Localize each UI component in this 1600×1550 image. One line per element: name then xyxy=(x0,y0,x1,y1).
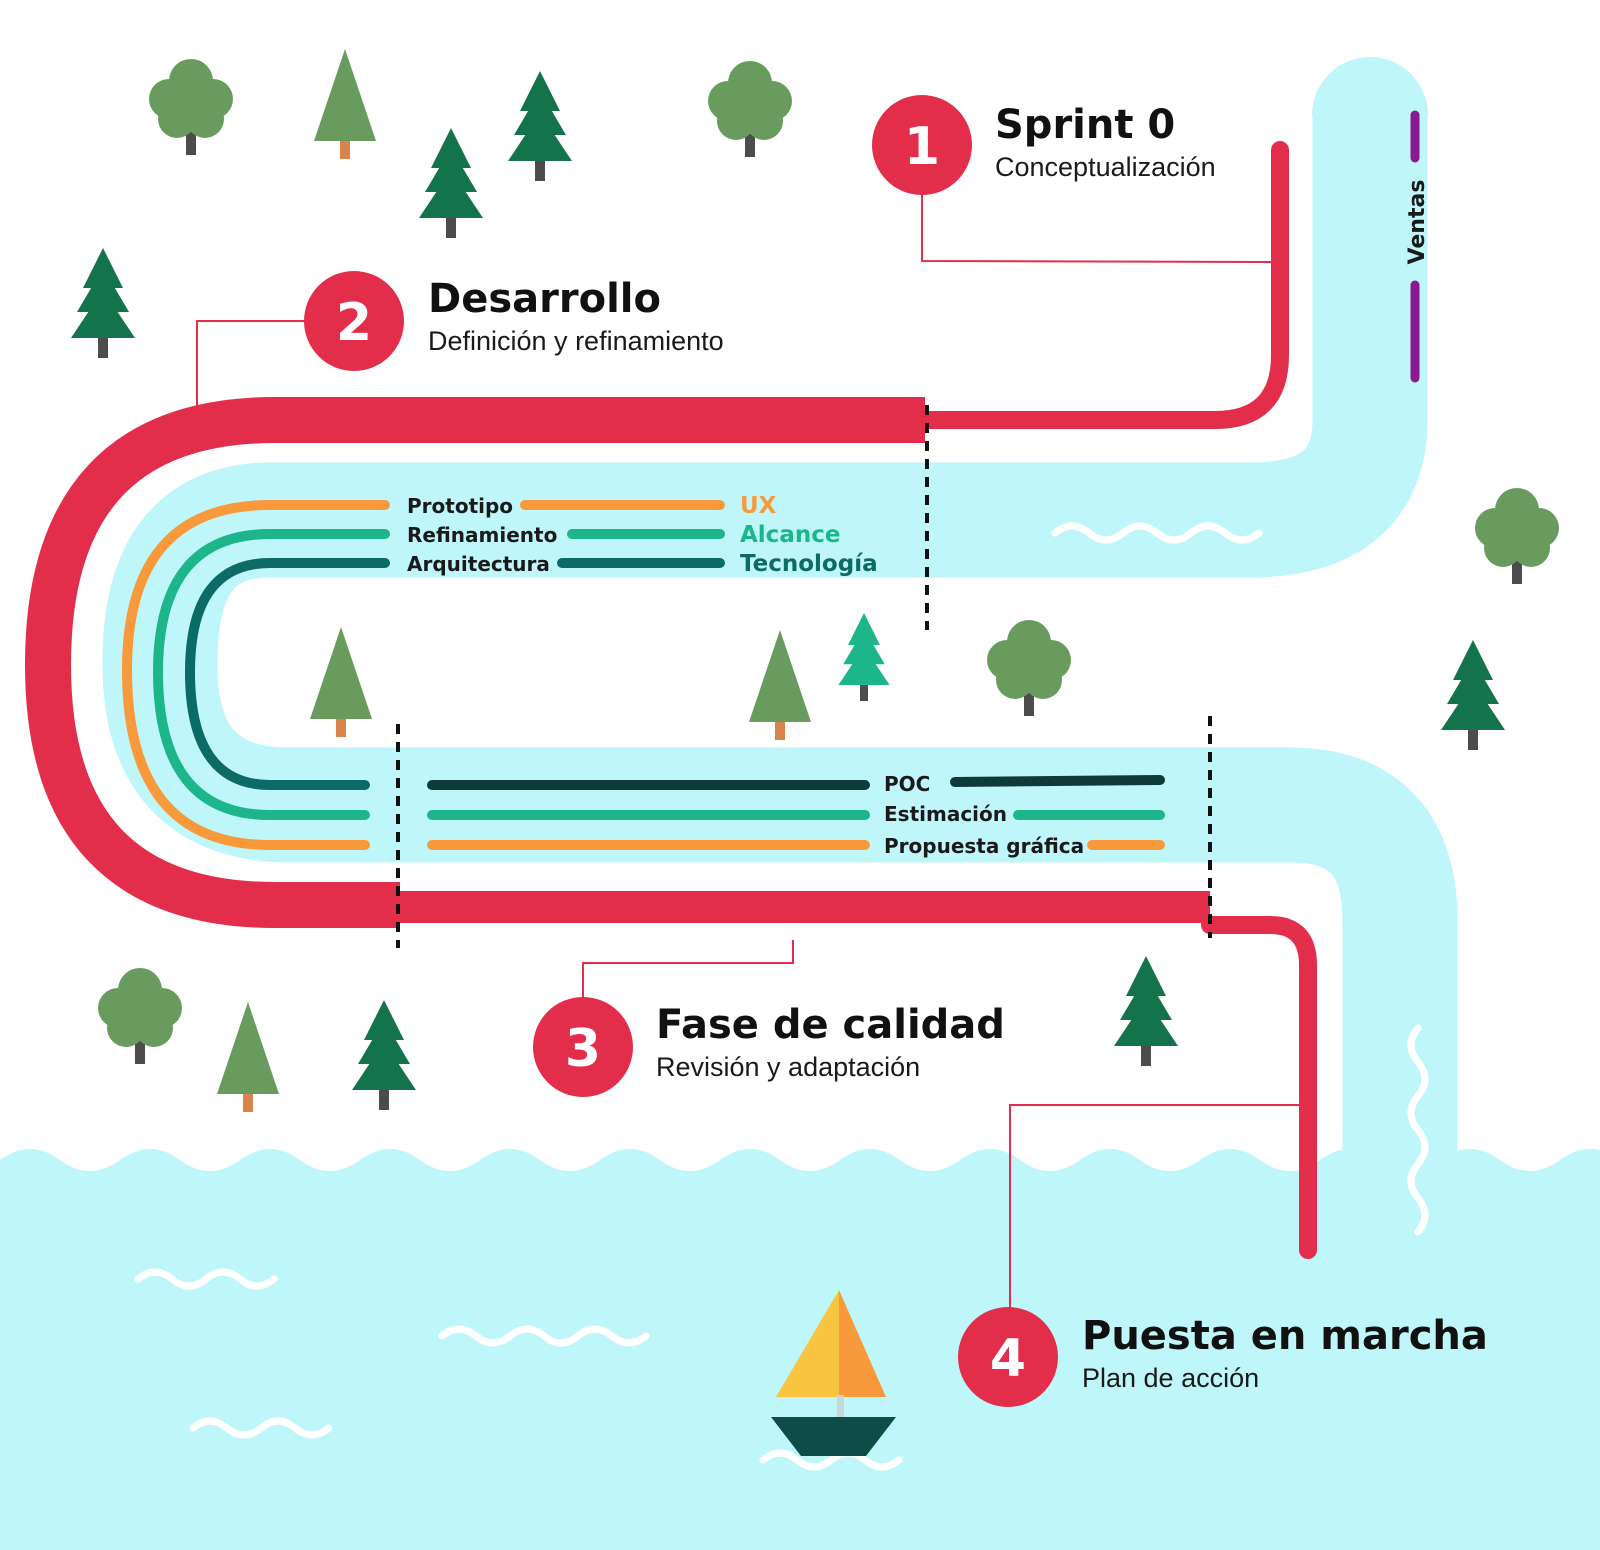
round-tree-icon xyxy=(987,620,1071,716)
ventas-marker: Ventas xyxy=(1405,110,1430,383)
track-label: POC xyxy=(884,772,930,796)
step-subtitle: Plan de acción xyxy=(1082,1363,1259,1393)
pine-tree-icon xyxy=(508,71,572,181)
round-tree-icon xyxy=(708,61,792,157)
pine-tree-icon xyxy=(310,627,372,737)
step-badge xyxy=(304,271,404,371)
step-number: 1 xyxy=(904,117,940,177)
step-1: 1 Sprint 0 Conceptualización xyxy=(872,95,1216,195)
step-badge xyxy=(533,997,633,1097)
trees xyxy=(71,49,1559,1112)
wave-icon xyxy=(1051,522,1263,544)
connectors xyxy=(196,190,1300,1314)
track-label: Estimación xyxy=(884,802,1007,826)
pine-tree-icon xyxy=(1114,956,1178,1066)
pine-tree-icon xyxy=(352,1000,416,1110)
round-tree-icon xyxy=(98,968,182,1064)
step-title: Puesta en marcha xyxy=(1082,1313,1488,1359)
sailboat-icon xyxy=(771,1290,896,1456)
track-label: Propuesta gráfica xyxy=(884,834,1084,858)
step-number: 4 xyxy=(990,1329,1026,1389)
waves xyxy=(134,522,1429,1471)
pine-tree-icon xyxy=(1441,640,1505,750)
pine-tree-icon xyxy=(217,1002,279,1112)
track-tag: Alcance xyxy=(740,522,840,548)
track-orange xyxy=(121,500,390,850)
wave-icon xyxy=(438,1325,650,1347)
pine-tree-icon xyxy=(419,128,483,238)
step-3: 3 Fase de calidad Revisión y adaptación xyxy=(533,997,1005,1097)
step-badge xyxy=(958,1307,1058,1407)
step-title: Desarrollo xyxy=(428,276,661,322)
upper-track-labels: Prototipo Refinamiento Arquitectura UX A… xyxy=(407,493,878,577)
step-4: 4 Puesta en marcha Plan de acción xyxy=(958,1307,1488,1407)
track-green xyxy=(152,529,390,820)
lower-track-labels: POC Estimación Propuesta gráfica xyxy=(884,772,1084,858)
round-tree-icon xyxy=(149,59,233,155)
step-number: 2 xyxy=(336,293,372,353)
step-2: 2 Desarrollo Definición y refinamiento xyxy=(304,271,724,371)
road xyxy=(24,141,1317,1259)
track-label: Arquitectura xyxy=(407,552,550,576)
wave-icon xyxy=(189,1417,333,1439)
river-top-cap xyxy=(1312,57,1428,115)
step-number: 3 xyxy=(565,1019,601,1079)
track-label: Prototipo xyxy=(407,494,513,518)
track-teal xyxy=(184,558,390,790)
pine-tree-icon xyxy=(71,248,135,358)
track-lines xyxy=(121,500,1165,850)
track-tag: UX xyxy=(740,493,777,519)
track-tag: Tecnología xyxy=(740,551,878,577)
pine-tree-icon xyxy=(838,613,890,701)
track-dark-end xyxy=(950,775,1165,787)
wave-icon xyxy=(1407,1024,1429,1236)
checkpoints xyxy=(396,405,1212,948)
round-tree-icon xyxy=(1475,488,1559,584)
step-subtitle: Conceptualización xyxy=(995,152,1216,182)
wave-icon xyxy=(134,1268,278,1290)
wave-icon xyxy=(759,1449,903,1471)
pine-tree-icon xyxy=(749,630,811,740)
step-title: Fase de calidad xyxy=(656,1002,1005,1048)
step-subtitle: Revisión y adaptación xyxy=(656,1052,920,1082)
step-badge xyxy=(872,95,972,195)
sea xyxy=(0,1149,1600,1550)
step-subtitle: Definición y refinamiento xyxy=(428,326,724,356)
ventas-label: Ventas xyxy=(1405,180,1430,265)
step-title: Sprint 0 xyxy=(995,102,1175,148)
track-label: Refinamiento xyxy=(407,523,557,547)
pine-tree-icon xyxy=(314,49,376,159)
